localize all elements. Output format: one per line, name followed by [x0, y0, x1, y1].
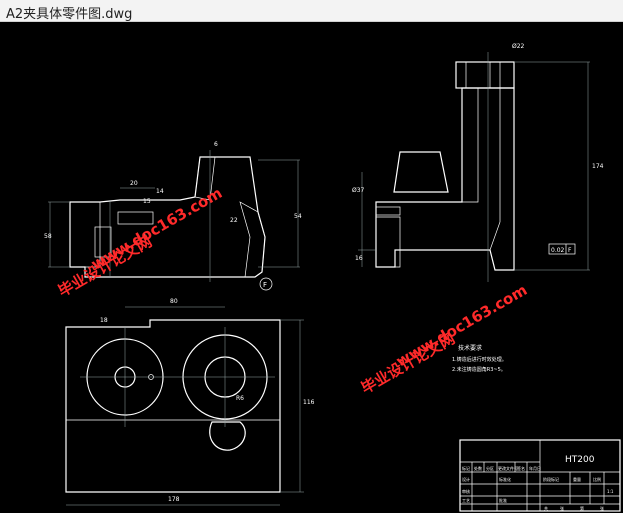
dim-label: R6 [236, 395, 244, 402]
title-block-cell: 签名 [517, 465, 525, 471]
title-block-cell: 标记 [462, 465, 470, 471]
tech-note: 1.铸造后进行时效处理。 [452, 356, 507, 363]
side-view: 0.02 F 174 Ø37 16 Ø22 [352, 43, 604, 282]
plan-view-outline [65, 319, 281, 493]
title-block-cell: 第 [580, 505, 584, 511]
dim-label: 22 [230, 217, 238, 224]
window-title-bar: A2夹具体零件图.dwg [0, 0, 623, 22]
dim-label: 174 [592, 163, 604, 170]
dim-label: Ø22 [512, 43, 525, 50]
watermark-url: www.doc163.com [88, 184, 225, 274]
title-block: HT200 标记 处数 分区 更改文件号 签名 年月日 设计 标准化 审核 工艺… [459, 439, 621, 512]
title-block-cell: 张 [560, 505, 564, 511]
title-block-cell: 共 [544, 505, 548, 511]
title-block-cell: 阶段标记 [543, 476, 559, 482]
title-block-cell: 工艺 [462, 498, 470, 503]
title-block-cell: 重量 [573, 476, 581, 482]
title-block-cell: 年月日 [529, 465, 541, 471]
title-block-cell: 审核 [462, 488, 470, 494]
front-left-hatch [69, 201, 101, 268]
dim-label: 54 [294, 213, 302, 220]
dim-label: 15 [143, 198, 151, 205]
dim-label: 58 [44, 233, 52, 240]
title-block-cell: 更改文件号 [498, 465, 518, 471]
window-title: A2夹具体零件图.dwg [6, 7, 133, 22]
dim-label: 6 [214, 141, 218, 148]
dim-label: 18 [100, 317, 108, 324]
dim-label: 16 [355, 255, 363, 262]
dim-label: 20 [130, 180, 138, 187]
dim-label: 178 [168, 496, 180, 503]
plan-view: 80 178 116 R6 18 [65, 298, 315, 506]
tolerance-value: 0.02 [551, 247, 565, 254]
front-view: F 20 14 15 8 58 54 22 6 [44, 141, 302, 291]
tolerance-datum: F [568, 247, 572, 254]
watermarks: 毕业设计论文网 www.doc163.com 毕业设计论文网 www.doc16… [55, 184, 530, 398]
drawing-canvas[interactable]: F 20 14 15 8 58 54 22 6 0.02 F 174 Ø37 1… [0, 22, 623, 513]
tech-note: 2.未注铸造圆角R3~5。 [452, 366, 506, 373]
material-label: HT200 [565, 455, 595, 465]
datum-label: F [263, 281, 267, 289]
title-block-cell: 分区 [486, 465, 494, 471]
title-block-cell: 标准化 [499, 476, 511, 482]
boss-profile [393, 151, 449, 193]
title-block-cell: 张 [600, 505, 604, 511]
plan-slot [209, 421, 246, 451]
title-block-cell: 比例 [593, 476, 601, 482]
title-block-cell: 设计 [462, 476, 470, 482]
dim-label: 116 [303, 399, 315, 406]
title-block-cell: 批准 [499, 497, 507, 503]
dim-label: 80 [170, 298, 178, 305]
tolerance-frame [548, 243, 576, 255]
title-block-cell: 处数 [474, 465, 482, 471]
tech-notes: 技术要求 1.铸造后进行时效处理。 2.未注铸造圆角R3~5。 [452, 344, 507, 373]
tech-notes-title: 技术要求 [458, 344, 482, 352]
dim-label: Ø37 [352, 187, 365, 194]
dim-label: 8 [142, 233, 146, 240]
title-block-cell: 1:1 [607, 489, 614, 494]
front-right-hatch [239, 201, 266, 278]
dim-label: 14 [156, 188, 164, 195]
cad-drawing: F 20 14 15 8 58 54 22 6 0.02 F 174 Ø37 1… [44, 43, 621, 512]
